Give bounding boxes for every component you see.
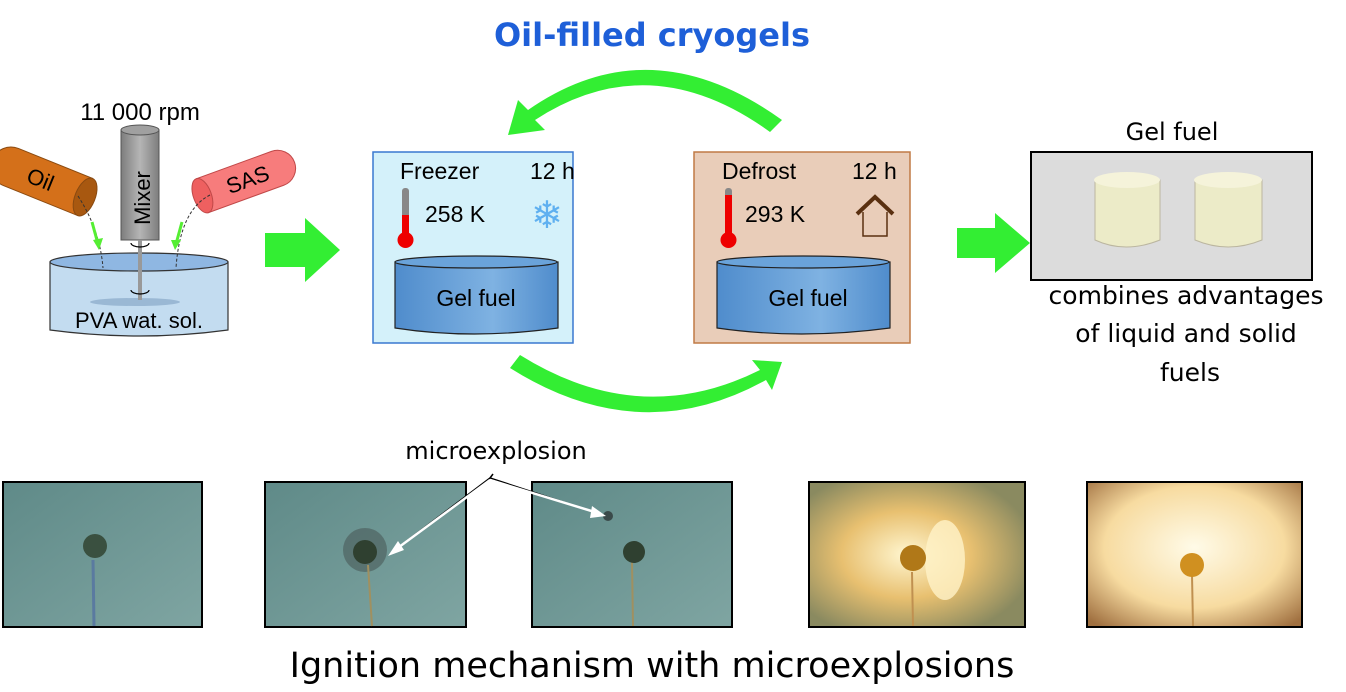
oil-container: Oil bbox=[0, 146, 98, 217]
ignition-photo-5 bbox=[1086, 481, 1303, 628]
gel-fuel-container: Gel fuel bbox=[716, 255, 891, 335]
cycle-arrow-bottom bbox=[510, 355, 782, 413]
ignition-sequence: microexplosion Ignition mechanism with m… bbox=[2, 437, 1303, 686]
defrost-duration: 12 h bbox=[852, 158, 897, 184]
ignition-caption: Ignition mechanism with microexplosions bbox=[290, 646, 1015, 686]
freezer-duration: 12 h bbox=[530, 158, 575, 184]
container-label: Gel fuel bbox=[436, 285, 515, 311]
solution-label: PVA wat. sol. bbox=[75, 308, 203, 333]
thermometer-icon bbox=[397, 188, 414, 248]
ignition-photo-2 bbox=[264, 481, 467, 628]
gel-fuel-photo bbox=[1030, 151, 1313, 281]
defrost-box: Defrost 12 h 293 K Gel fuel bbox=[693, 151, 911, 344]
microexplosion-annotation: microexplosion bbox=[405, 437, 586, 465]
mixer: Mixer bbox=[120, 124, 160, 300]
container-label: Gel fuel bbox=[768, 285, 847, 311]
freezer-box: Freezer 12 h 258 K ❄ Gel fuel bbox=[372, 151, 575, 344]
cycle-arrow-top bbox=[508, 69, 782, 135]
sas-container: SAS bbox=[191, 149, 297, 214]
snowflake-icon: ❄ bbox=[531, 193, 563, 237]
mixer-label: Mixer bbox=[130, 171, 155, 225]
ignition-photo-1 bbox=[2, 481, 203, 628]
defrost-label: Defrost bbox=[722, 158, 797, 184]
product-label: Gel fuel bbox=[1126, 118, 1219, 146]
gel-fuel-product: Gel fuel combines advantages of liquid a… bbox=[1030, 118, 1332, 387]
thermometer-icon bbox=[720, 188, 737, 248]
mixer-speed: 11 000 rpm bbox=[80, 99, 200, 126]
arrow-right-icon bbox=[265, 218, 340, 282]
ignition-photo-3 bbox=[531, 481, 733, 628]
freezer-temperature: 258 K bbox=[425, 201, 486, 227]
product-description: combines advantages of liquid and solid … bbox=[1049, 281, 1332, 387]
arrow-right-icon bbox=[957, 213, 1030, 273]
mixing-stage: 11 000 rpm PVA wat. sol. Mixer Oil SA bbox=[0, 99, 297, 337]
house-icon bbox=[855, 194, 895, 237]
gel-fuel-container: Gel fuel bbox=[394, 255, 559, 335]
defrost-temperature: 293 K bbox=[745, 201, 806, 227]
freezer-label: Freezer bbox=[400, 158, 480, 184]
ignition-photo-4 bbox=[808, 481, 1026, 628]
diagram-title: Oil-filled cryogels bbox=[494, 16, 810, 54]
